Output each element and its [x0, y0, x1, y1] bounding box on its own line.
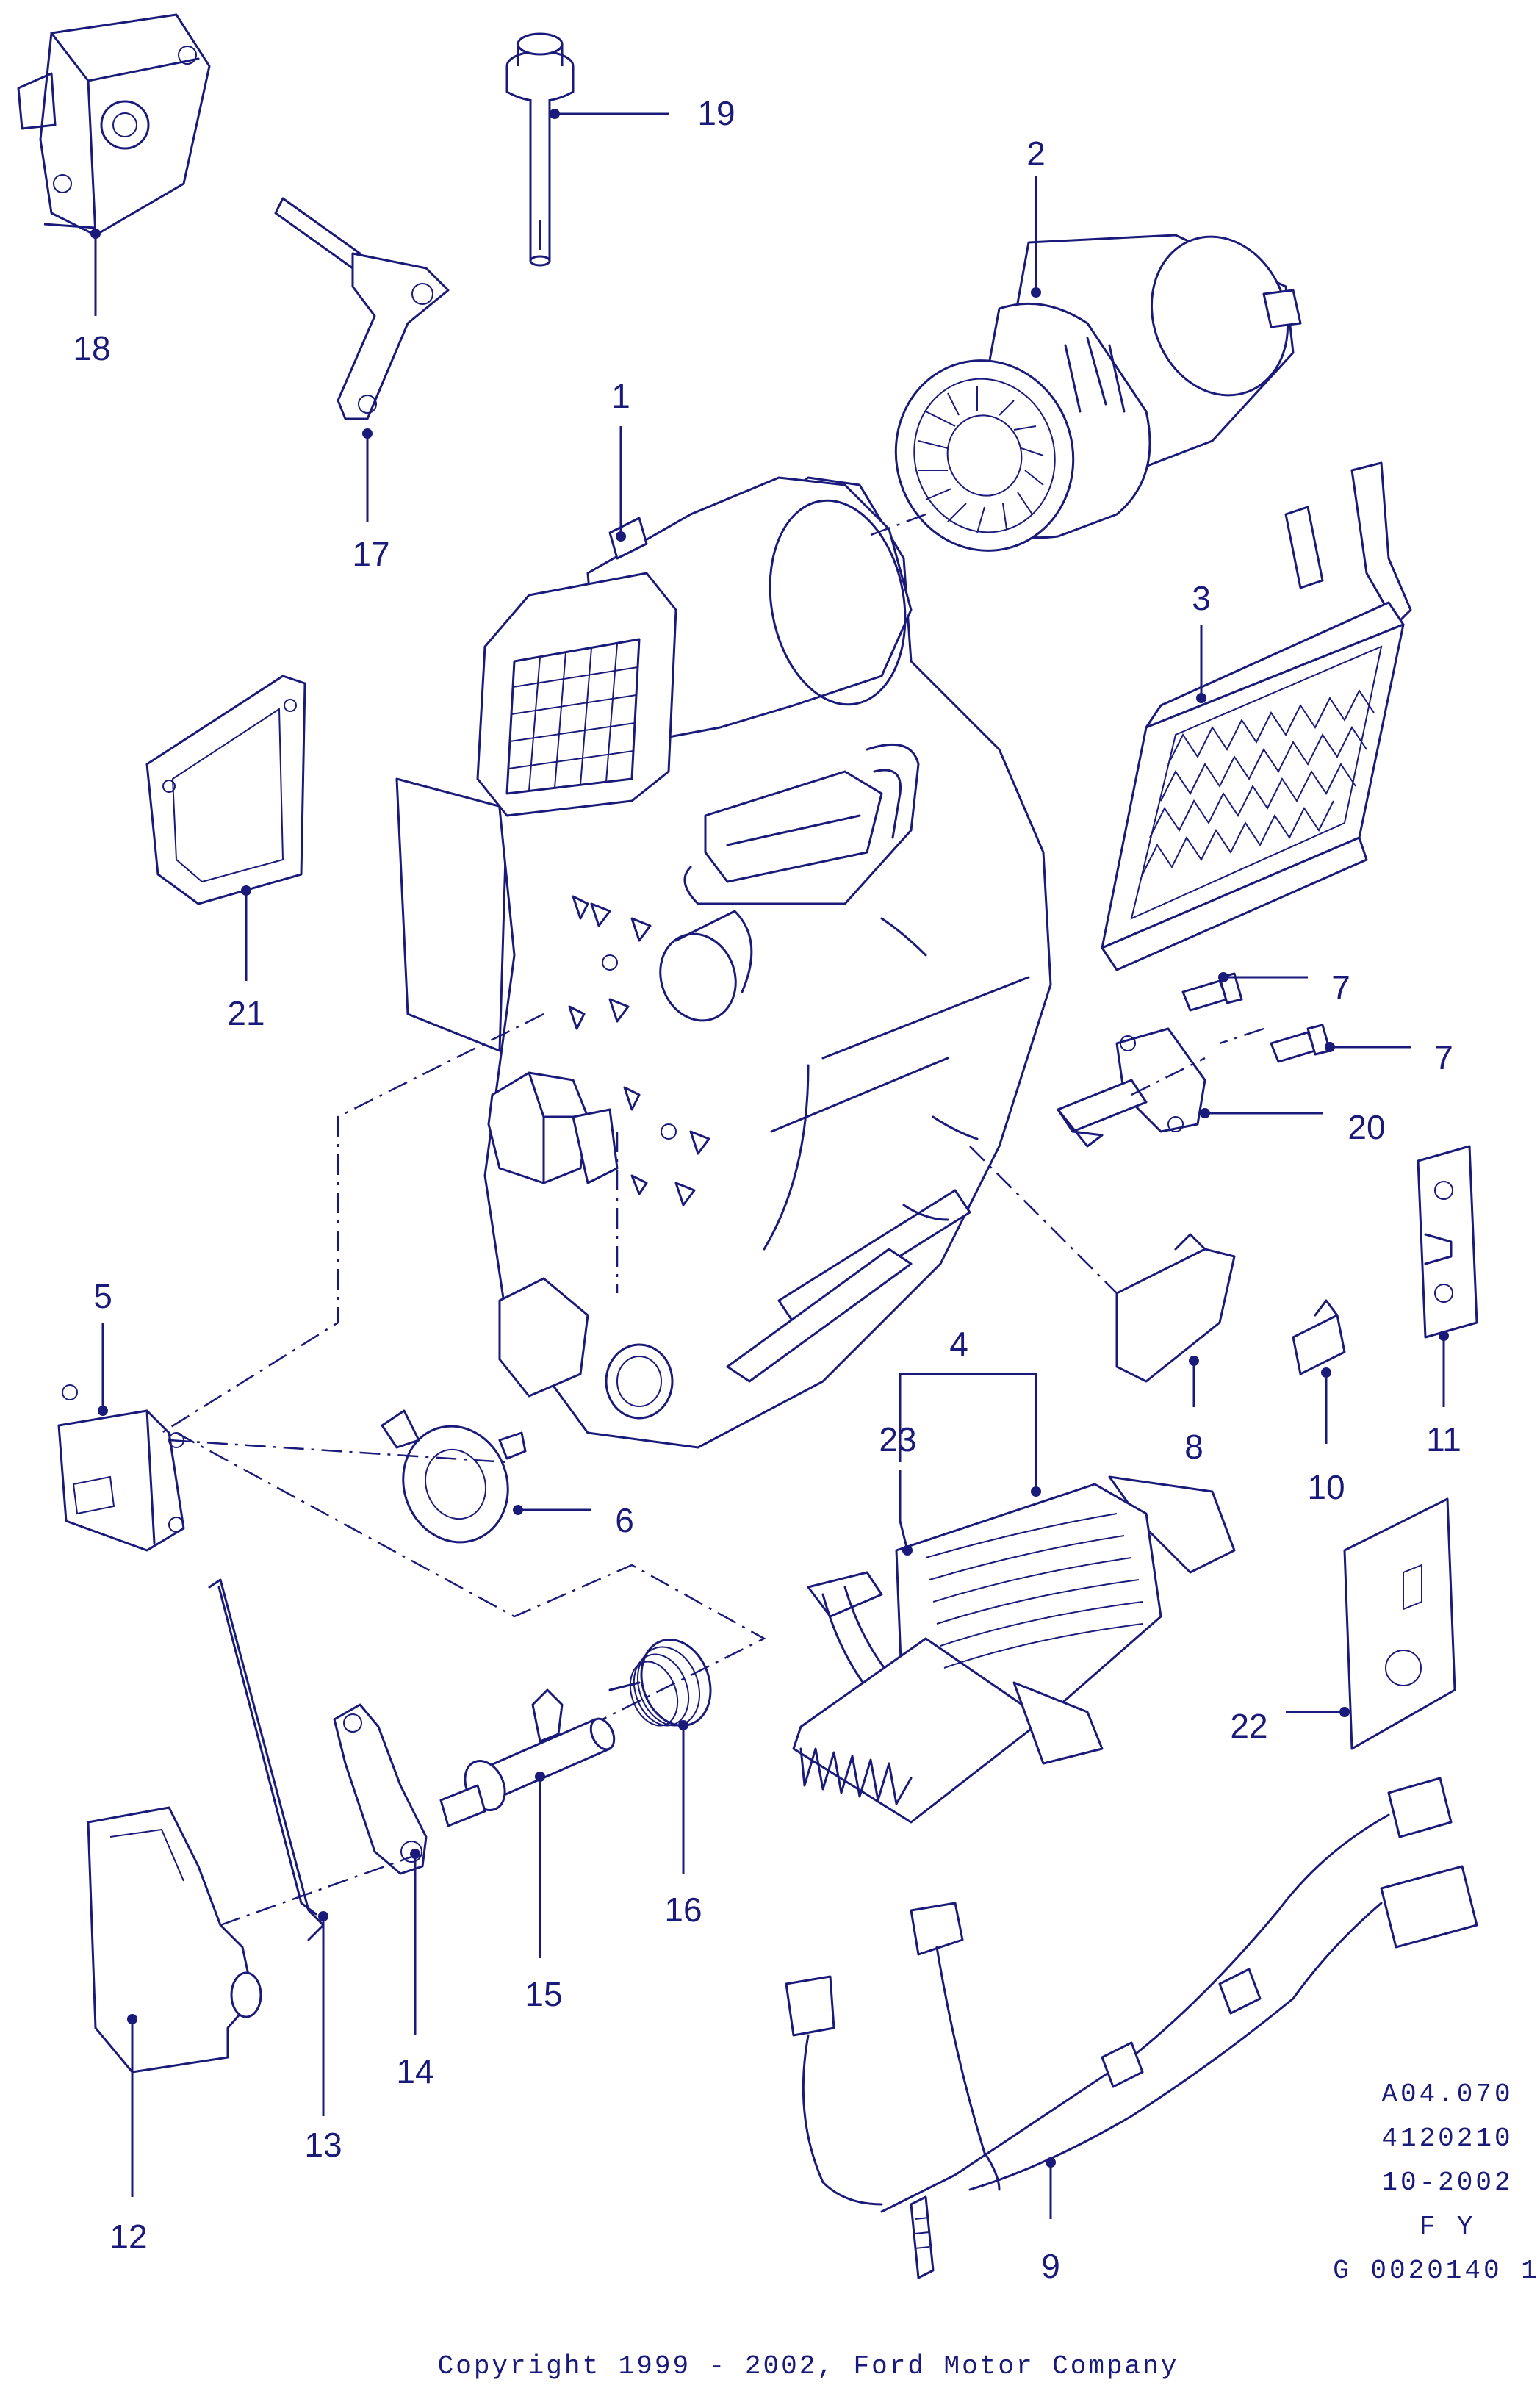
callout-9: 9	[1041, 2247, 1060, 2285]
part-1-heater-housing	[395, 476, 1052, 1449]
part-11-bracket	[1417, 1145, 1478, 1339]
callout-3: 3	[1192, 579, 1211, 617]
callout-13: 13	[304, 2126, 342, 2164]
reference-number: 4120210	[1381, 2123, 1513, 2154]
reference-block: A04.070 4120210 10-2002 F Y G 0020140 1	[1333, 2079, 1540, 2286]
part-4-evaporator	[792, 1475, 1236, 1824]
copyright-notice: Copyright 1999 - 2002, Ford Motor Compan…	[438, 2351, 1179, 2381]
part-20-resistor	[1057, 1027, 1206, 1148]
callout-1: 1	[611, 377, 630, 415]
callout-6: 6	[615, 1501, 634, 1539]
callout-12: 12	[109, 2218, 147, 2256]
callout-23: 23	[879, 1420, 916, 1459]
callout-21: 21	[227, 994, 265, 1032]
part-17-lever	[274, 197, 450, 420]
part-18-actuator-bracket	[17, 13, 211, 237]
callout-labels: 1 2 3 4 5 6 7 7 8 9 10 11 12 13 14 15 16…	[73, 94, 1461, 2285]
callout-16: 16	[664, 1891, 702, 1929]
part-19-vacuum-actuator	[505, 32, 575, 267]
callout-7b: 7	[1434, 1038, 1453, 1076]
leader-lines	[43, 112, 1445, 2219]
leader-dots	[90, 109, 1449, 2168]
callout-22: 22	[1230, 1707, 1267, 1745]
reference-market: F Y	[1420, 2212, 1476, 2242]
callout-5: 5	[93, 1277, 112, 1315]
reference-date: 10-2002	[1381, 2168, 1513, 2198]
callout-11: 11	[1426, 1420, 1461, 1459]
part-10-clip	[1292, 1299, 1346, 1375]
callout-20: 20	[1348, 1108, 1385, 1146]
part-12-cover	[87, 1806, 262, 2074]
alignment-lines	[161, 513, 1264, 1927]
callout-10: 10	[1307, 1468, 1345, 1506]
part-15-shaft	[439, 1688, 616, 1827]
part-6-valve	[381, 1409, 527, 1544]
part-8-clip	[1115, 1233, 1236, 1383]
callout-4: 4	[949, 1325, 968, 1363]
part-22-bracket	[1343, 1497, 1456, 1750]
callout-7a: 7	[1331, 968, 1350, 1007]
part-16-spring	[608, 1639, 712, 1727]
part-9-wiring-harness	[785, 1777, 1478, 2279]
part-21-gasket	[145, 675, 306, 905]
part-5-actuator	[57, 1384, 185, 1552]
callout-2: 2	[1026, 134, 1046, 173]
callout-18: 18	[73, 329, 110, 367]
part-13-cable	[208, 1578, 325, 1941]
reference-graphic-id: G 0020140 1	[1333, 2256, 1540, 2286]
part-7-screws	[1181, 972, 1331, 1063]
callout-17: 17	[352, 535, 389, 573]
callout-8: 8	[1184, 1428, 1203, 1466]
part-3-heater-core	[1101, 461, 1412, 971]
callout-19: 19	[697, 94, 735, 132]
callout-15: 15	[525, 1975, 562, 2013]
reference-code: A04.070	[1381, 2079, 1513, 2110]
part-2-blower-motor	[894, 234, 1302, 552]
callout-14: 14	[396, 2052, 433, 2090]
part-14-lever-arm	[333, 1703, 428, 1875]
